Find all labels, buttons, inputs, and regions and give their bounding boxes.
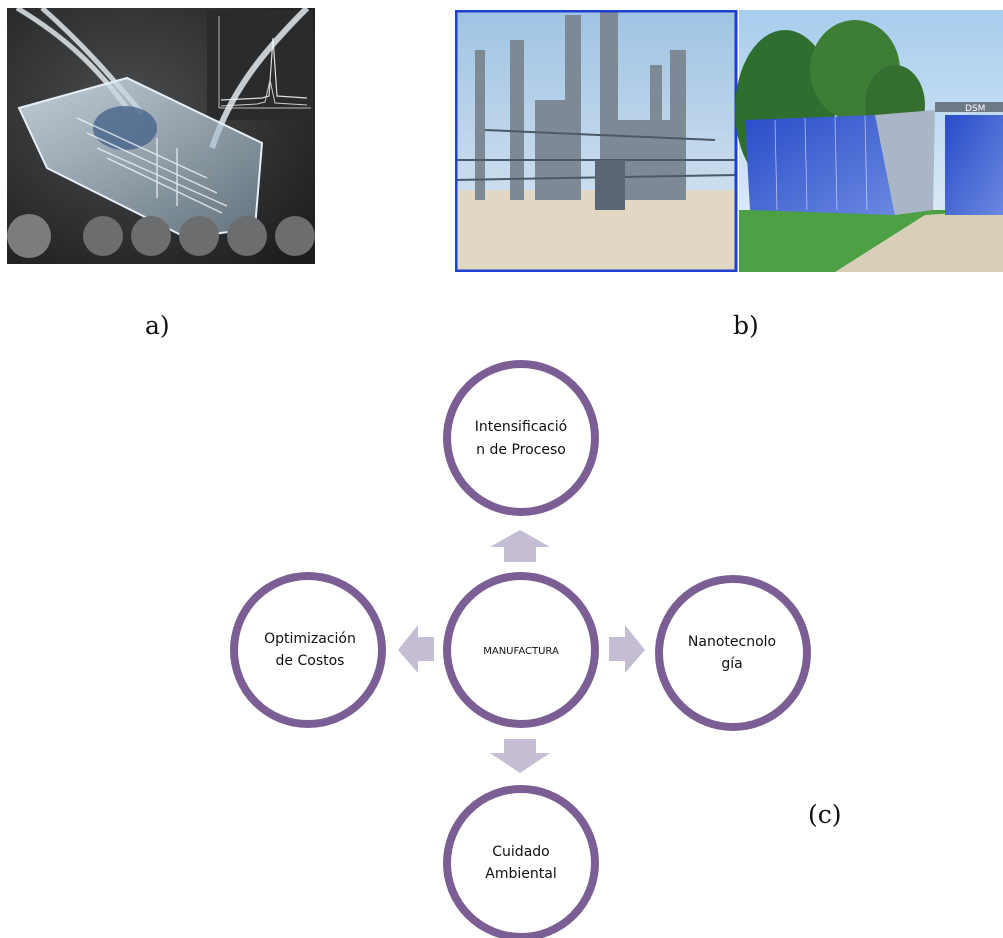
node-right-label-line1: Nanotecnolo	[688, 634, 776, 650]
node-right-label-line2: gía	[721, 656, 742, 672]
node-top-label-line2: n de Proceso	[476, 442, 566, 458]
node-top-label-line1: Intensificació	[475, 419, 567, 435]
plant-sign-text: DSM	[965, 104, 985, 114]
node-bottom-circle	[443, 785, 599, 938]
node-right-circle	[655, 575, 811, 731]
node-left-circle	[230, 572, 386, 728]
node-center-circle	[443, 572, 599, 728]
caption-b: b)	[733, 311, 759, 340]
arrow-down	[490, 739, 550, 773]
chemical-plant-photo: DSM	[455, 10, 1003, 272]
node-bottom-label-line1: Cuidado	[492, 844, 549, 860]
arrow-up	[490, 530, 550, 562]
node-center-label: MANUFACTURA	[483, 646, 559, 657]
arrow-right	[609, 625, 645, 673]
microfluidic-chip-photo	[7, 8, 315, 264]
node-left-label-line2: de Costos	[276, 653, 345, 669]
node-left-label-line1: Optimización	[264, 631, 356, 647]
arrow-left	[398, 625, 434, 673]
caption-c: (c)	[808, 800, 842, 829]
caption-a: a)	[145, 311, 170, 340]
node-top-circle	[443, 360, 599, 516]
node-bottom-label-line2: Ambiental	[485, 866, 556, 882]
